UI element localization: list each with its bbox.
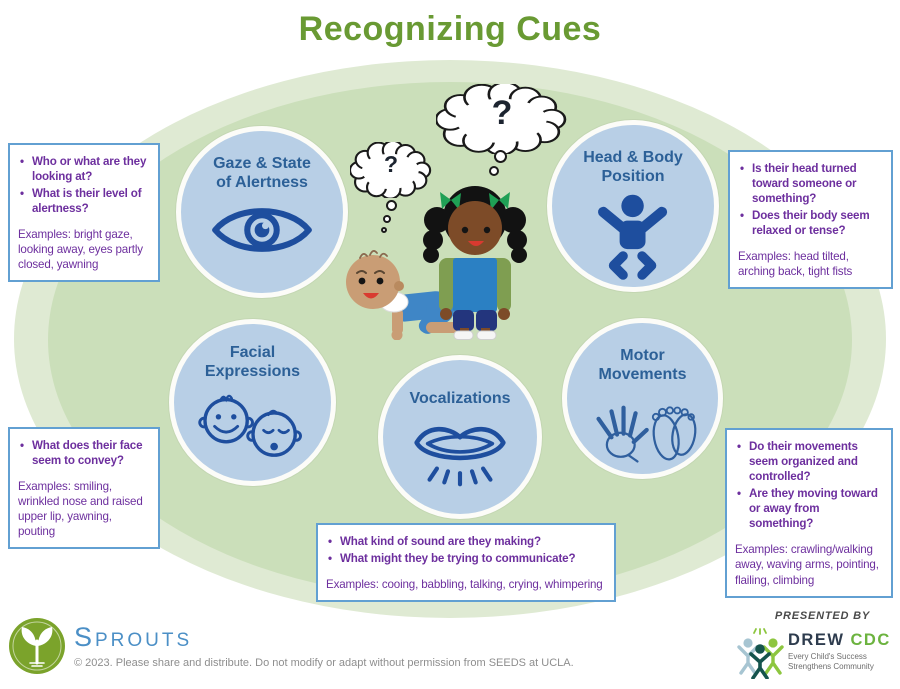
cloud-shape xyxy=(348,139,432,200)
thought-trail-dot xyxy=(494,150,507,163)
page-title: Recognizing Cues xyxy=(298,10,602,48)
eye-icon xyxy=(212,208,312,252)
category-circle-facial-expressions: Facial Expressions xyxy=(169,319,336,486)
baby-faces-icon xyxy=(197,394,302,457)
callout-facial-expressions: What does their face seem to convey? Exa… xyxy=(8,427,160,550)
question-item: What might they be trying to communicate… xyxy=(326,551,606,566)
question-item: Do their movements seem organized and co… xyxy=(735,439,883,484)
category-label-line: Gaze & State xyxy=(213,155,311,172)
thought-trail-dot xyxy=(383,215,391,223)
question-mark: ? xyxy=(491,94,513,132)
category-label-line: of Alertness xyxy=(216,173,308,191)
girl-illustration xyxy=(423,186,527,340)
drew-cdc-name: DREW CDC xyxy=(788,631,891,649)
category-circle-vocalizations: Vocalizations xyxy=(378,355,542,519)
sprouts-logo xyxy=(9,618,65,674)
question-item: Are they moving toward or away from some… xyxy=(735,486,883,531)
lips-icon xyxy=(414,426,506,487)
presented-by-label: PRESENTED BY xyxy=(774,610,870,622)
question-item: What is their level of alertness? xyxy=(18,186,150,216)
category-label: Motor Movements xyxy=(598,347,686,385)
hand-foot-icon xyxy=(595,405,696,463)
category-label: Head & Body Position xyxy=(583,149,683,187)
category-label: Facial Expressions xyxy=(205,344,300,382)
question-item: Who or what are they looking at? xyxy=(18,154,150,184)
examples-text: Examples: bright gaze, looking away, eye… xyxy=(18,228,143,272)
callout-head-body-position: Is their head turned toward someone or s… xyxy=(728,150,893,290)
examples-text: Examples: head tilted, arching back, tig… xyxy=(738,250,853,279)
thought-trail-dot xyxy=(489,166,499,176)
cloud-shape xyxy=(434,81,567,156)
thought-bubble-large: ? xyxy=(434,81,568,156)
category-label-line: Facial xyxy=(229,344,276,361)
drew-cdc-wordmark: DREW CDC Every Child's Success Strengthe… xyxy=(788,631,891,673)
drew-cdc-logo xyxy=(737,628,784,679)
question-mark: ? xyxy=(383,151,399,177)
category-label-line: Movements xyxy=(598,365,687,383)
category-label-line: Vocalizations xyxy=(409,390,511,407)
question-item: Does their body seem relaxed or tense? xyxy=(738,208,883,238)
examples-text: Examples: cooing, babbling, talking, cry… xyxy=(326,578,603,592)
thought-trail-dot xyxy=(386,200,397,211)
baby-body-icon xyxy=(598,194,668,280)
question-list: Is their head turned toward someone or s… xyxy=(738,161,883,238)
category-label-line: Head & Body xyxy=(583,149,683,166)
category-label-line: Motor xyxy=(620,347,665,364)
children-illustration xyxy=(346,186,527,340)
question-item: Is their head turned toward someone or s… xyxy=(738,161,883,206)
category-circle-motor-movements: Motor Movements xyxy=(562,318,723,479)
question-list: What does their face seem to convey? xyxy=(18,438,150,468)
examples-text: Examples: smiling, wrinkled nose and rai… xyxy=(18,480,143,539)
category-label: Vocalizations xyxy=(409,390,510,409)
category-circle-head-body-position: Head & Body Position xyxy=(547,120,719,292)
thought-bubble-small: ? xyxy=(348,139,432,200)
category-label-line: Position xyxy=(601,167,665,185)
thought-trail-dot xyxy=(381,227,387,233)
drew-cdc-tagline: Every Child's Success Strengthens Commun… xyxy=(788,652,874,672)
sprouts-wordmark: Sprouts xyxy=(74,622,193,652)
category-circle-gaze-alertness: Gaze & State of Alertness xyxy=(176,126,348,298)
question-list: What kind of sound are they making? What… xyxy=(326,534,606,566)
category-label: Gaze & State of Alertness xyxy=(213,155,311,193)
callout-gaze-alertness: Who or what are they looking at? What is… xyxy=(8,143,160,283)
category-label-line: Expressions xyxy=(204,362,301,380)
examples-text: Examples: crawling/walking away, waving … xyxy=(735,543,879,587)
callout-vocalizations: What kind of sound are they making? What… xyxy=(316,523,616,603)
question-item: What does their face seem to convey? xyxy=(18,438,150,468)
copyright-text: © 2023. Please share and distribute. Do … xyxy=(74,657,574,669)
question-list: Do their movements seem organized and co… xyxy=(735,439,883,531)
question-list: Who or what are they looking at? What is… xyxy=(18,154,150,216)
callout-motor-movements: Do their movements seem organized and co… xyxy=(725,428,893,598)
question-item: What kind of sound are they making? xyxy=(326,534,606,549)
